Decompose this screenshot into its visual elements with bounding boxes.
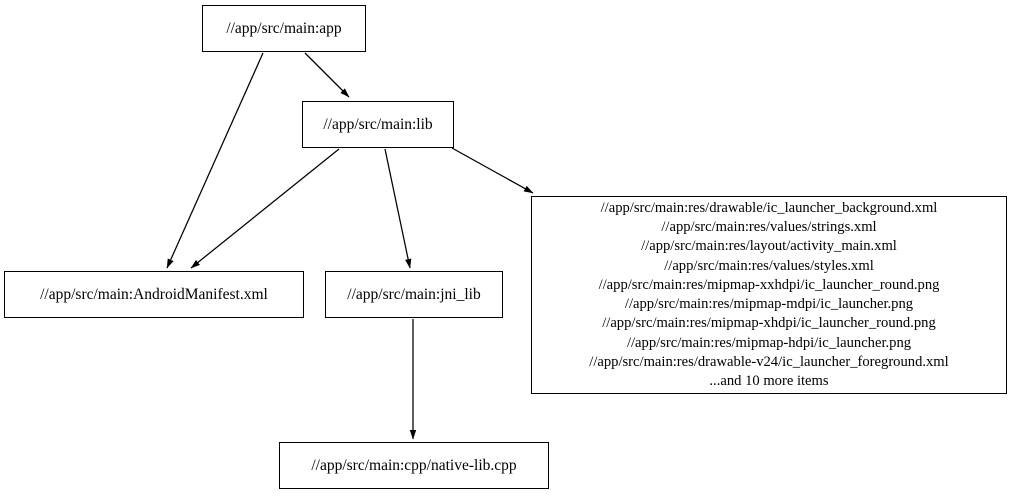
graph-node-native-lib-cpp[interactable]: //app/src/main:cpp/native-lib.cpp bbox=[279, 442, 549, 489]
graph-node-lib[interactable]: //app/src/main:lib bbox=[302, 101, 454, 148]
graph-node-label: //app/src/main:AndroidManifest.xml bbox=[40, 285, 268, 303]
graph-node-label: //app/src/main:res/drawable/ic_launcher_… bbox=[589, 199, 949, 389]
graph-node-app[interactable]: //app/src/main:app bbox=[202, 5, 366, 52]
graph-edge bbox=[384, 148, 412, 269]
graph-node-label: //app/src/main:cpp/native-lib.cpp bbox=[311, 456, 517, 474]
graph-node-androidmanifest[interactable]: //app/src/main:AndroidManifest.xml bbox=[4, 271, 304, 318]
graph-edge bbox=[190, 148, 340, 269]
graph-node-jni-lib[interactable]: //app/src/main:jni_lib bbox=[325, 271, 503, 318]
graph-node-label: //app/src/main:lib bbox=[323, 115, 433, 133]
graph-node-resources-group[interactable]: //app/src/main:res/drawable/ic_launcher_… bbox=[531, 196, 1007, 394]
graph-edge bbox=[166, 52, 264, 269]
graph-edge bbox=[451, 147, 534, 194]
graph-edge bbox=[304, 52, 350, 98]
graph-node-label: //app/src/main:jni_lib bbox=[347, 285, 481, 303]
graph-node-label: //app/src/main:app bbox=[226, 19, 342, 37]
